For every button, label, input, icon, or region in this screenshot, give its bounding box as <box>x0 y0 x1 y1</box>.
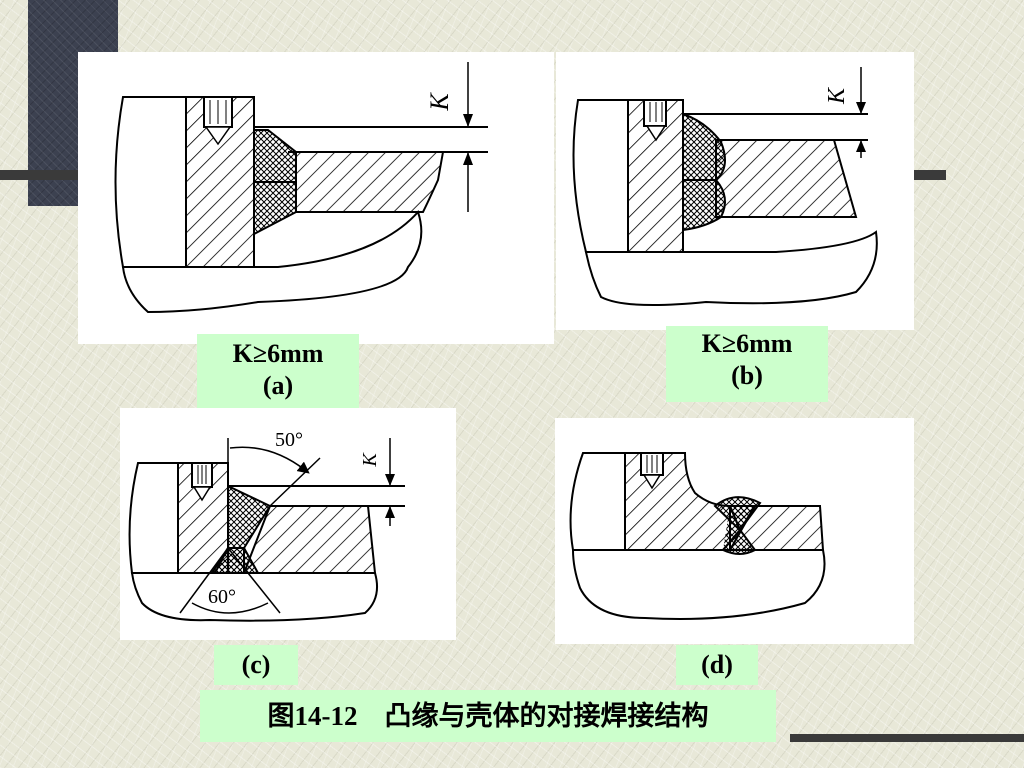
weld-diagram-b: K <box>572 67 878 307</box>
figure-caption: 图14-12 凸缘与壳体的对接焊接结构 <box>200 690 776 742</box>
weld-diagram-c: 50° 60° K <box>128 429 405 622</box>
angle-50-label: 50° <box>275 429 303 451</box>
diagram-panel-b: K <box>556 52 914 330</box>
angle-60-label: 60° <box>208 586 236 608</box>
label-b-k: K≥6mm <box>701 329 793 358</box>
decorative-bar-right <box>912 170 946 180</box>
decorative-bar-left <box>0 170 80 180</box>
label-d-tag: (d) <box>701 650 733 679</box>
label-b: K≥6mm (b) <box>666 326 828 402</box>
k-dimension-label: K <box>359 452 381 468</box>
decorative-bar-bottom <box>790 734 1024 742</box>
label-d: (d) <box>676 645 758 685</box>
weld-diagram-d <box>569 452 826 620</box>
label-a: K≥6mm (a) <box>197 334 359 412</box>
label-b-tag: (b) <box>731 361 763 390</box>
label-a-k: K≥6mm <box>232 339 324 368</box>
weld-diagram-a: K <box>114 62 488 314</box>
k-dimension-label: K <box>425 92 454 112</box>
diagram-panel-d <box>555 418 914 644</box>
diagram-panel-a: K <box>78 52 554 344</box>
diagram-panel-c: 50° 60° K <box>120 408 456 640</box>
label-a-tag: (a) <box>262 371 294 400</box>
label-c-tag: (c) <box>241 650 271 679</box>
label-c: (c) <box>214 645 298 685</box>
k-dimension-label: K <box>824 86 850 105</box>
